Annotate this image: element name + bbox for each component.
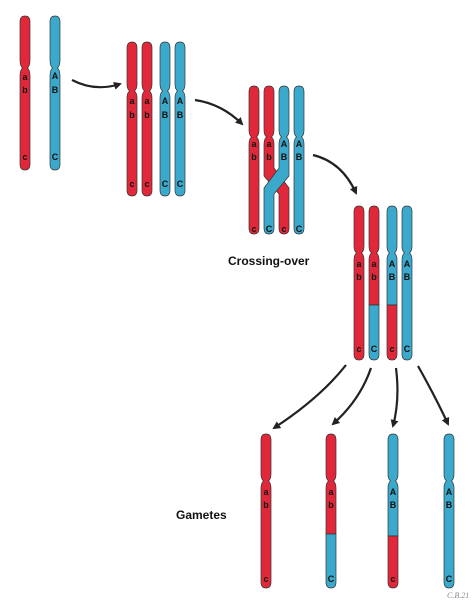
allele-a-label: a: [266, 139, 272, 149]
allele-c-label: c: [144, 179, 149, 189]
allele-C-label: C: [52, 152, 59, 162]
red-chromatid-5: [353, 205, 365, 361]
allele-c-label: c: [356, 344, 361, 354]
stage-replicated: a b c a b c A B C A B C: [126, 41, 186, 197]
gamete-2-red-top: [325, 433, 337, 535]
gamete-3-red-bottom: [387, 535, 399, 589]
blue-chromatid-5: [401, 205, 413, 361]
allele-c-label: c: [251, 224, 256, 234]
mixed-chromatid-red-top: [368, 205, 380, 306]
allele-C-label: C: [446, 574, 453, 584]
artist-signature: C.B.21: [447, 591, 469, 600]
red-chromatid-3: [248, 85, 260, 235]
curved-arrow-icon: [194, 98, 244, 126]
curved-arrow-icon: [272, 364, 347, 430]
allele-b-label: b: [356, 272, 362, 282]
allele-B-label: B: [404, 272, 411, 282]
allele-c-label: c: [389, 344, 394, 354]
curved-arrow-icon: [312, 153, 358, 195]
allele-B-label: B: [281, 152, 288, 162]
gamete-2-blue-bottom: [325, 533, 337, 589]
allele-c-label: c: [263, 574, 268, 584]
allele-A-label: A: [446, 487, 453, 497]
allele-C-label: C: [266, 224, 273, 234]
allele-a-label: a: [371, 259, 377, 269]
allele-a-label: a: [129, 96, 135, 106]
allele-B-label: B: [389, 272, 396, 282]
blue-chromatid-4: [293, 85, 305, 235]
gamete-1-red: [260, 433, 272, 589]
allele-C-label: C: [404, 344, 411, 354]
allele-a-label: a: [251, 139, 257, 149]
allele-B-label: B: [390, 500, 397, 510]
allele-b-label: b: [263, 500, 269, 510]
blue-chromatid-2: [174, 41, 186, 197]
allele-c-label: c: [390, 574, 395, 584]
allele-B-label: B: [162, 110, 169, 120]
allele-a-label: a: [263, 487, 269, 497]
curved-arrow-icon: [331, 367, 373, 426]
allele-C-label: C: [162, 179, 169, 189]
allele-C-label: C: [371, 344, 378, 354]
red-chromatid-1: [126, 41, 138, 197]
allele-A-label: A: [389, 259, 396, 269]
stage-homologous-pair: a b c A B C: [19, 15, 61, 171]
blue-chromosome-1: [49, 15, 61, 171]
red-chromosome-1: [19, 15, 31, 171]
allele-b-label: b: [129, 110, 135, 120]
allele-C-label: C: [177, 179, 184, 189]
blue-chromatid-1: [159, 41, 171, 197]
allele-c-label: c: [22, 152, 27, 162]
gamete-3-blue-top: [387, 433, 399, 537]
allele-C-label: C: [328, 574, 335, 584]
allele-A-label: A: [281, 139, 288, 149]
allele-a-label: a: [356, 259, 362, 269]
allele-b-label: b: [251, 152, 257, 162]
mixed-chromatid-blue-bottom: [368, 304, 380, 361]
curved-arrow-icon: [390, 367, 399, 428]
allele-B-label: B: [296, 152, 303, 162]
allele-B-label: B: [52, 85, 59, 95]
allele-A-label: A: [404, 259, 411, 269]
allele-C-label: C: [296, 224, 303, 234]
allele-A-label: A: [52, 71, 59, 81]
curved-arrow-icon: [71, 79, 122, 90]
allele-A-label: A: [177, 96, 184, 106]
stage-crossing-over: a b c a b C A B c A B C Crossing-over: [228, 85, 310, 268]
mixed-chromatid-red-bottom: [386, 304, 398, 361]
allele-B-label: B: [446, 500, 453, 510]
allele-b-label: b: [144, 110, 150, 120]
allele-b-label: b: [328, 500, 334, 510]
allele-b-label: b: [371, 272, 377, 282]
mixed-chromatid-blue-top: [386, 205, 398, 306]
allele-a-label: a: [22, 72, 28, 82]
red-chromatid-2: [141, 41, 153, 197]
allele-A-label: A: [390, 487, 397, 497]
stage-recombinant: a b c a b C A B c A B C: [353, 205, 413, 361]
allele-b-label: b: [22, 85, 28, 95]
allele-A-label: A: [296, 139, 303, 149]
allele-c-label: c: [281, 224, 286, 234]
crossing-over-label: Crossing-over: [228, 254, 310, 268]
allele-A-label: A: [162, 96, 169, 106]
gametes-label: Gametes: [176, 508, 227, 522]
allele-b-label: b: [266, 152, 272, 162]
allele-c-label: c: [129, 179, 134, 189]
blue-chromatid-3-upper: [263, 85, 290, 235]
curved-arrow-icon: [417, 365, 450, 426]
stage-gametes: a b c a b C A B c A B C Gametes: [176, 433, 455, 589]
gamete-4-blue: [443, 433, 455, 589]
allele-a-label: a: [144, 96, 150, 106]
allele-a-label: a: [328, 487, 334, 497]
red-chromatid-4-upper: [263, 85, 290, 235]
allele-B-label: B: [177, 110, 184, 120]
